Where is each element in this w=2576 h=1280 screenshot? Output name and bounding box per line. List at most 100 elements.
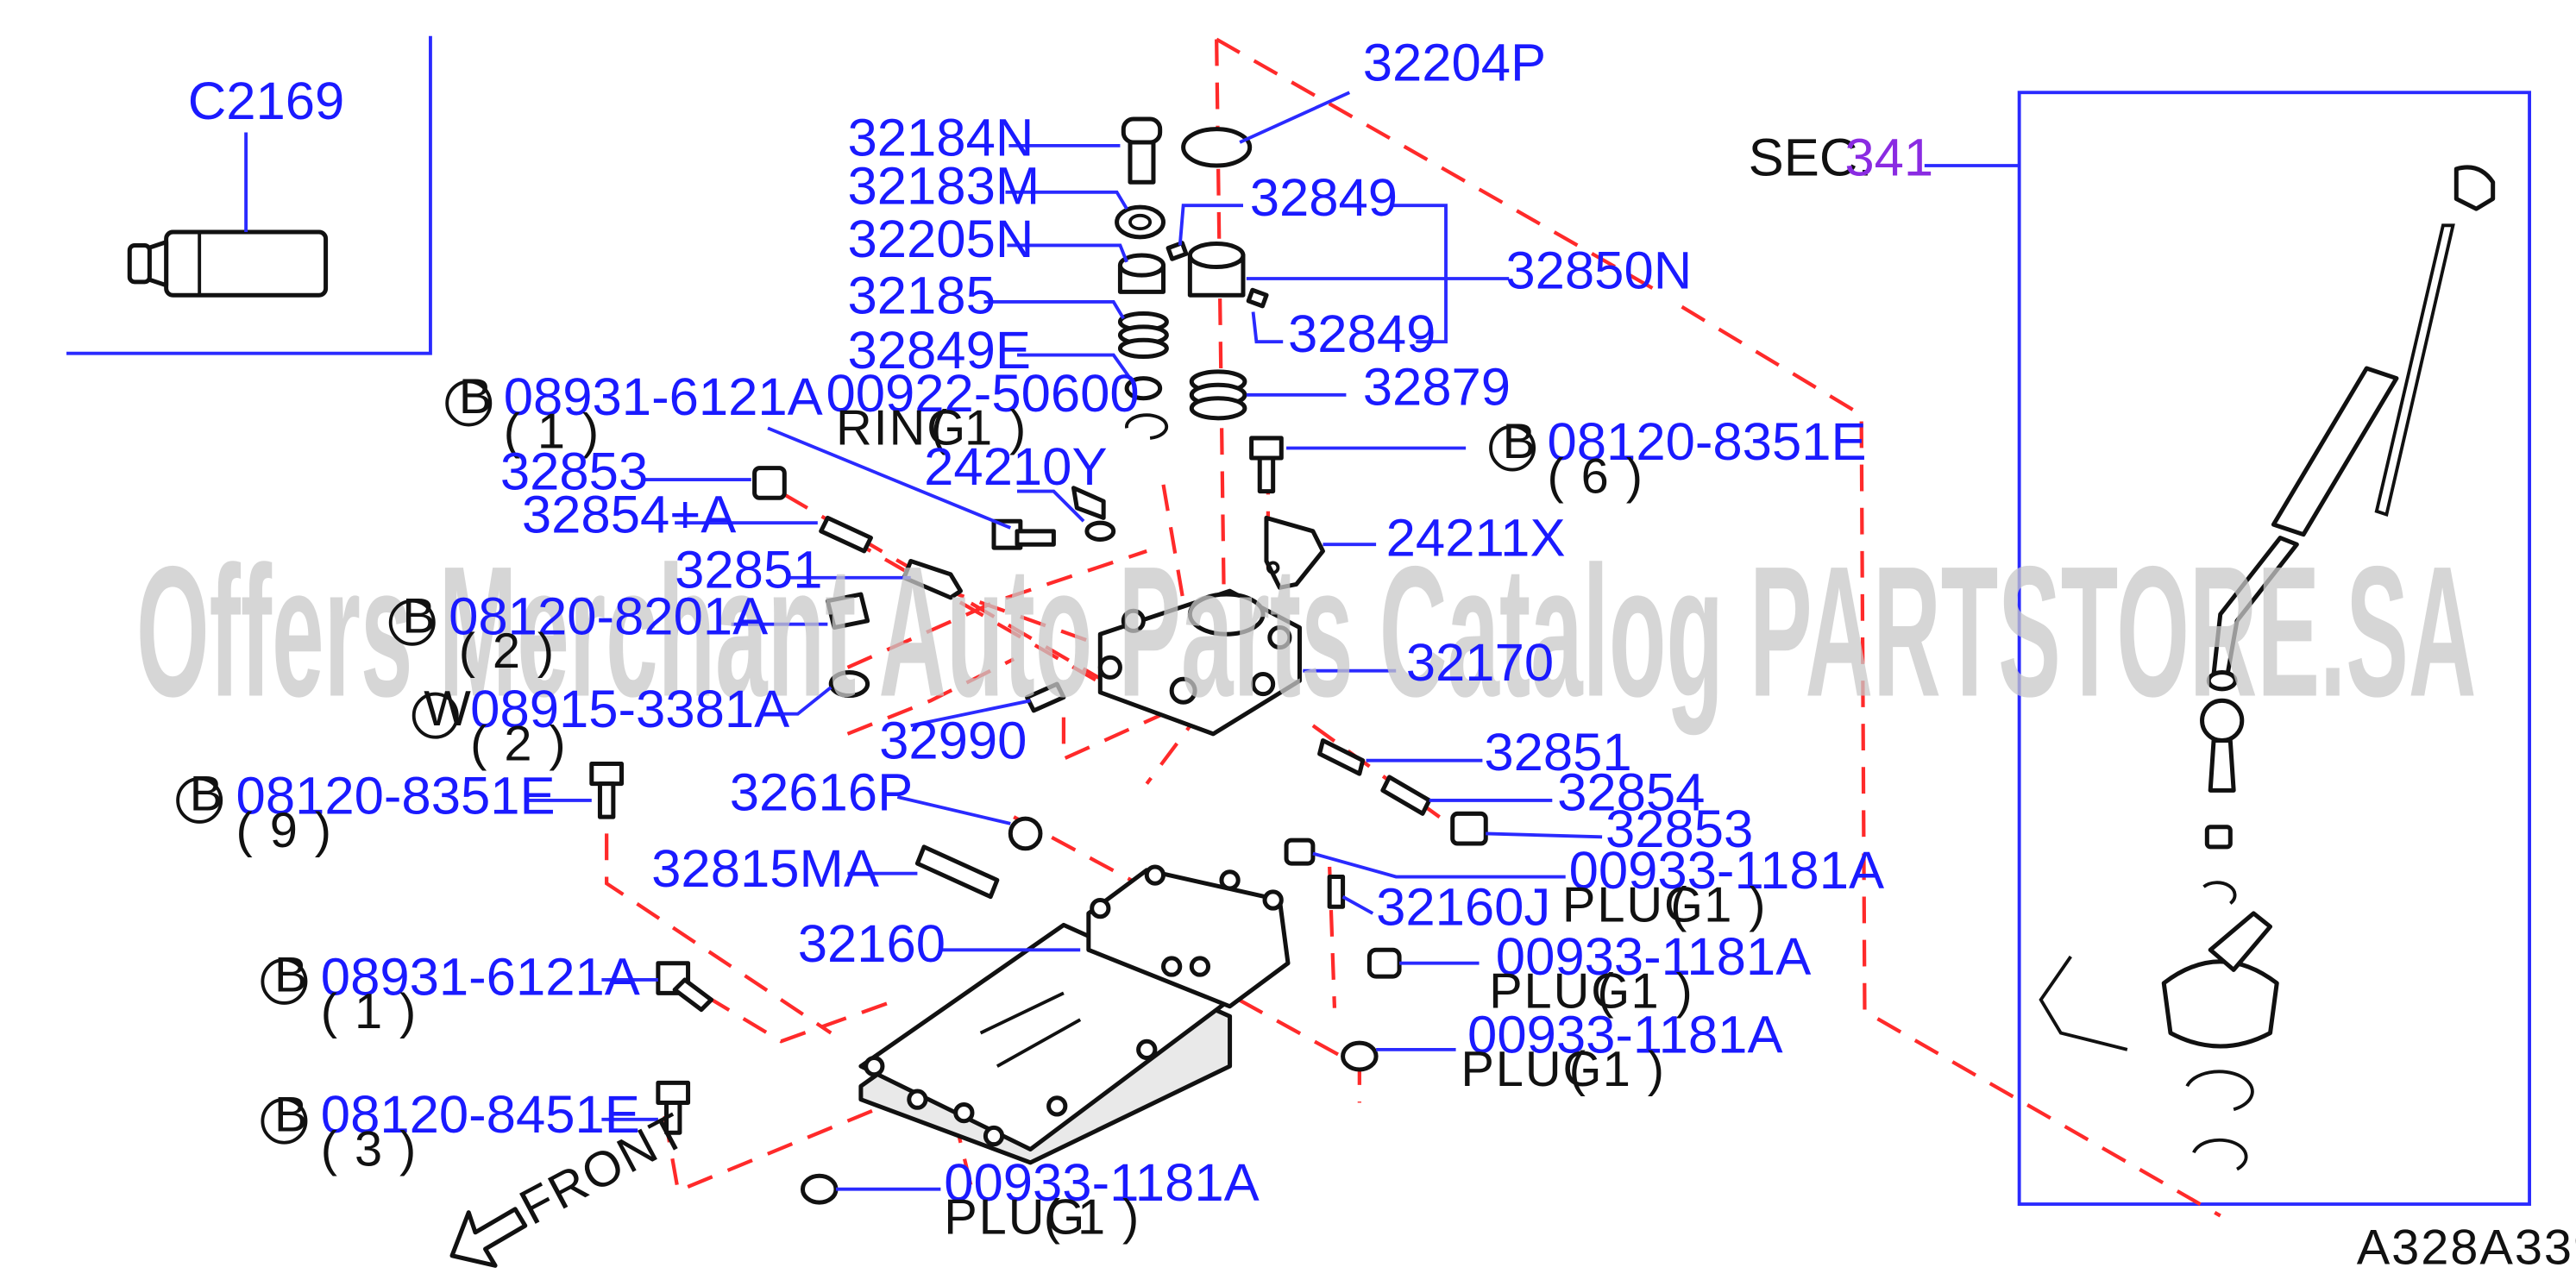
callout-32854: 32854 xyxy=(1557,762,1705,822)
svg-text:( 1 ): ( 1 ) xyxy=(1044,1190,1140,1245)
seal-32183m xyxy=(1115,204,1166,240)
svg-text:B: B xyxy=(402,588,436,643)
collar-32850n xyxy=(1165,241,1269,309)
svg-text:( 1 ): ( 1 ) xyxy=(1597,964,1693,1020)
callout-32990: 32990 xyxy=(879,712,1027,771)
callout-24210y: 24210Y xyxy=(924,437,1107,497)
svg-text:( 1 ): ( 1 ) xyxy=(1670,878,1767,933)
callout-32616p: 32616P xyxy=(730,762,913,822)
washer-32849e xyxy=(1124,376,1163,401)
svg-text:PLUG: PLUG xyxy=(1562,878,1705,933)
svg-text:08120-8451E: 08120-8451E xyxy=(321,1085,640,1145)
shift-housing-32170 xyxy=(1097,588,1302,737)
svg-text:08120-8351E: 08120-8351E xyxy=(1548,412,1867,472)
plug-00933-c xyxy=(1341,1040,1379,1072)
front-arrow-icon xyxy=(449,1207,528,1268)
callout-32849-top: 32849 xyxy=(1250,168,1398,228)
callout-32851-left: 32851 xyxy=(675,540,822,599)
callout-32849e: 32849E xyxy=(847,321,1030,380)
callout-labels: C2169 32184N 32183M 32205N 32185 32849E … xyxy=(176,34,2576,1275)
svg-text:B: B xyxy=(459,369,493,424)
o-ring-32204p xyxy=(1181,127,1253,168)
svg-text:08931-6121A: 08931-6121A xyxy=(321,947,640,1007)
svg-text:PLUG: PLUG xyxy=(1461,1042,1603,1097)
plug-00933-a xyxy=(1284,838,1316,866)
callout-32879: 32879 xyxy=(1363,357,1511,417)
callout-b08931-bot: B 08931-6121A ( 1 ) xyxy=(261,947,640,1039)
svg-text:( 1 ): ( 1 ) xyxy=(321,984,418,1039)
callout-32204p: 32204P xyxy=(1363,34,1546,93)
pin-32990 xyxy=(1025,681,1066,713)
diagram-code: A328A339 xyxy=(2357,1220,2576,1275)
bushing-32205n xyxy=(1117,253,1166,294)
callout-b08120-8351e-mid: B 08120-8351E ( 9 ) xyxy=(176,766,556,858)
spring-32185 xyxy=(1117,311,1169,360)
shift-lever-assembly-sec341 xyxy=(2039,165,2496,1171)
callout-32815ma: 32815MA xyxy=(651,839,879,899)
svg-text:341: 341 xyxy=(1844,129,1933,188)
callout-b08931-top: B 08931-6121A ( 1 ) xyxy=(445,367,823,459)
svg-text:B: B xyxy=(1503,414,1536,469)
svg-text:PLUG: PLUG xyxy=(1489,964,1631,1020)
callout-w08915: W 08915-3381A ( 2 ) xyxy=(412,680,789,772)
section-reference: SEC. 341 xyxy=(1749,129,1934,188)
svg-text:B: B xyxy=(190,766,223,821)
callout-32853-left: 32853 xyxy=(500,442,648,502)
dowel-32160j xyxy=(1327,875,1346,909)
bolt-08931-top xyxy=(991,518,1056,550)
callout-b08120-8351e-top: B 08120-8351E ( 6 ) xyxy=(1489,412,1867,505)
callout-32170: 32170 xyxy=(1406,633,1554,693)
washer-08915 xyxy=(828,670,870,699)
svg-text:( 2 ): ( 2 ) xyxy=(470,717,567,772)
bolt-08120-8201a xyxy=(825,592,870,631)
svg-text:SEC.: SEC. xyxy=(1749,129,1873,188)
svg-text:08915-3381A: 08915-3381A xyxy=(470,680,789,739)
callout-32160: 32160 xyxy=(798,914,946,974)
svg-text:( 1 ): ( 1 ) xyxy=(1569,1042,1666,1097)
bolt-08120-8351e-mid xyxy=(589,762,624,819)
spring-32854a xyxy=(819,515,873,554)
callout-32183m: 32183M xyxy=(847,156,1040,216)
lever-24210y xyxy=(1071,486,1116,542)
callout-32205n: 32205N xyxy=(847,210,1034,269)
callout-plug-1: 00933-1181A PLUG ( 1 ) xyxy=(1562,841,1884,933)
svg-text:08931-6121A: 08931-6121A xyxy=(504,367,823,427)
svg-text:B: B xyxy=(274,1087,308,1142)
callout-32849-bot: 32849 xyxy=(1288,304,1436,364)
callout-32853-right: 32853 xyxy=(1605,800,1753,859)
watermark-text: Offers Merchant Auto Parts Catalog PARTS… xyxy=(136,528,2476,736)
bolt-08120-8351e-top xyxy=(1249,436,1284,494)
callout-32185: 32185 xyxy=(847,266,995,325)
svg-text:08120-8351E: 08120-8351E xyxy=(236,766,556,825)
callout-32160j: 32160J xyxy=(1376,877,1550,937)
svg-text:( 1 ): ( 1 ) xyxy=(504,404,600,459)
grease-tube-c2169 xyxy=(127,229,329,298)
svg-text:PLUG: PLUG xyxy=(944,1190,1086,1245)
lower-case-32160 xyxy=(858,864,1291,1165)
callout-b08120-8201a: B 08120-8201A ( 2 ) xyxy=(388,587,768,679)
callout-00922: 00922-50600 RING ( 1 ) xyxy=(826,364,1139,456)
bolt-08931-bot xyxy=(656,961,714,1013)
callout-c2169: C2169 xyxy=(188,72,345,131)
svg-text:00922-50600: 00922-50600 xyxy=(826,364,1139,424)
svg-text:00933-1181A: 00933-1181A xyxy=(944,1153,1260,1213)
detent-pin-32851-left xyxy=(902,558,963,600)
ball-32616p xyxy=(1008,816,1043,851)
svg-text:00933-1181A: 00933-1181A xyxy=(1496,927,1812,987)
callout-24211x: 24211X xyxy=(1386,509,1566,568)
callout-32851-right: 32851 xyxy=(1484,723,1631,782)
spring-32879 xyxy=(1189,369,1247,421)
bushing-32184n xyxy=(1121,116,1163,185)
callout-32854a: 32854+A xyxy=(522,486,736,545)
svg-text:W: W xyxy=(424,681,471,737)
svg-text:RING: RING xyxy=(836,401,967,456)
plug-32853-left xyxy=(752,466,787,500)
rod-32815ma xyxy=(914,844,1000,900)
bracket-24211x xyxy=(1264,515,1325,590)
plug-00933-d xyxy=(800,1173,839,1205)
svg-text:08120-8201A: 08120-8201A xyxy=(449,587,768,646)
c2169-inset-frame xyxy=(66,35,432,355)
snap-ring-00922 xyxy=(1125,413,1169,440)
svg-text:( 1 ): ( 1 ) xyxy=(931,401,1027,456)
